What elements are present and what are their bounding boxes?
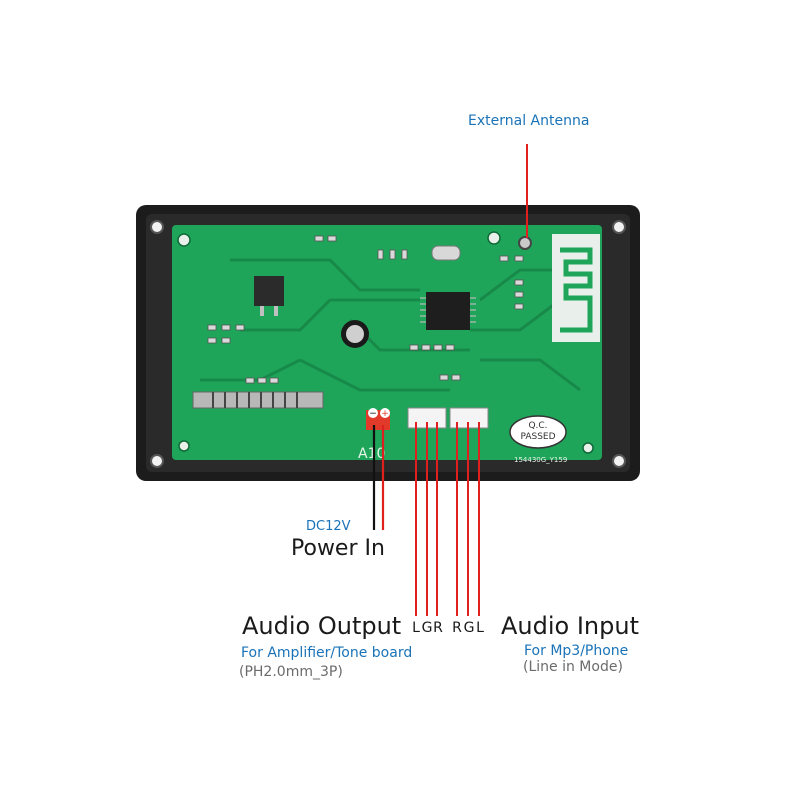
- board-serial: 154430G_Y159: [514, 456, 567, 464]
- output-pin-l: L: [412, 620, 420, 636]
- mounting-holes: [150, 220, 626, 468]
- qc-line1: Q.C.: [528, 421, 547, 431]
- audio-output-spec: (PH2.0mm_3P): [239, 664, 343, 680]
- qc-line2: PASSED: [520, 432, 555, 442]
- audio-input-spec: (Line in Mode): [523, 659, 623, 675]
- input-pin-r: R: [452, 620, 462, 636]
- input-pin-g: G: [464, 620, 475, 636]
- board-model: A10: [358, 446, 385, 462]
- audio-input-title: Audio Input: [501, 612, 639, 640]
- power-in-label: Power In: [291, 536, 385, 561]
- svg-text:−: −: [369, 409, 377, 419]
- audio-output-title: Audio Output: [242, 612, 402, 640]
- output-pin-r: R: [433, 620, 443, 636]
- qc-sticker: [509, 415, 567, 449]
- power-voltage-label: DC12V: [306, 519, 351, 534]
- audio-input-subtitle: For Mp3/Phone: [524, 643, 629, 659]
- main-chip: [426, 292, 470, 330]
- antenna-label: External Antenna: [468, 113, 590, 129]
- audio-output-subtitle: For Amplifier/Tone board: [241, 645, 413, 661]
- input-pin-l: L: [476, 620, 484, 636]
- regulator: [254, 276, 284, 306]
- svg-text:+: +: [381, 409, 389, 419]
- output-pin-g: G: [422, 620, 433, 636]
